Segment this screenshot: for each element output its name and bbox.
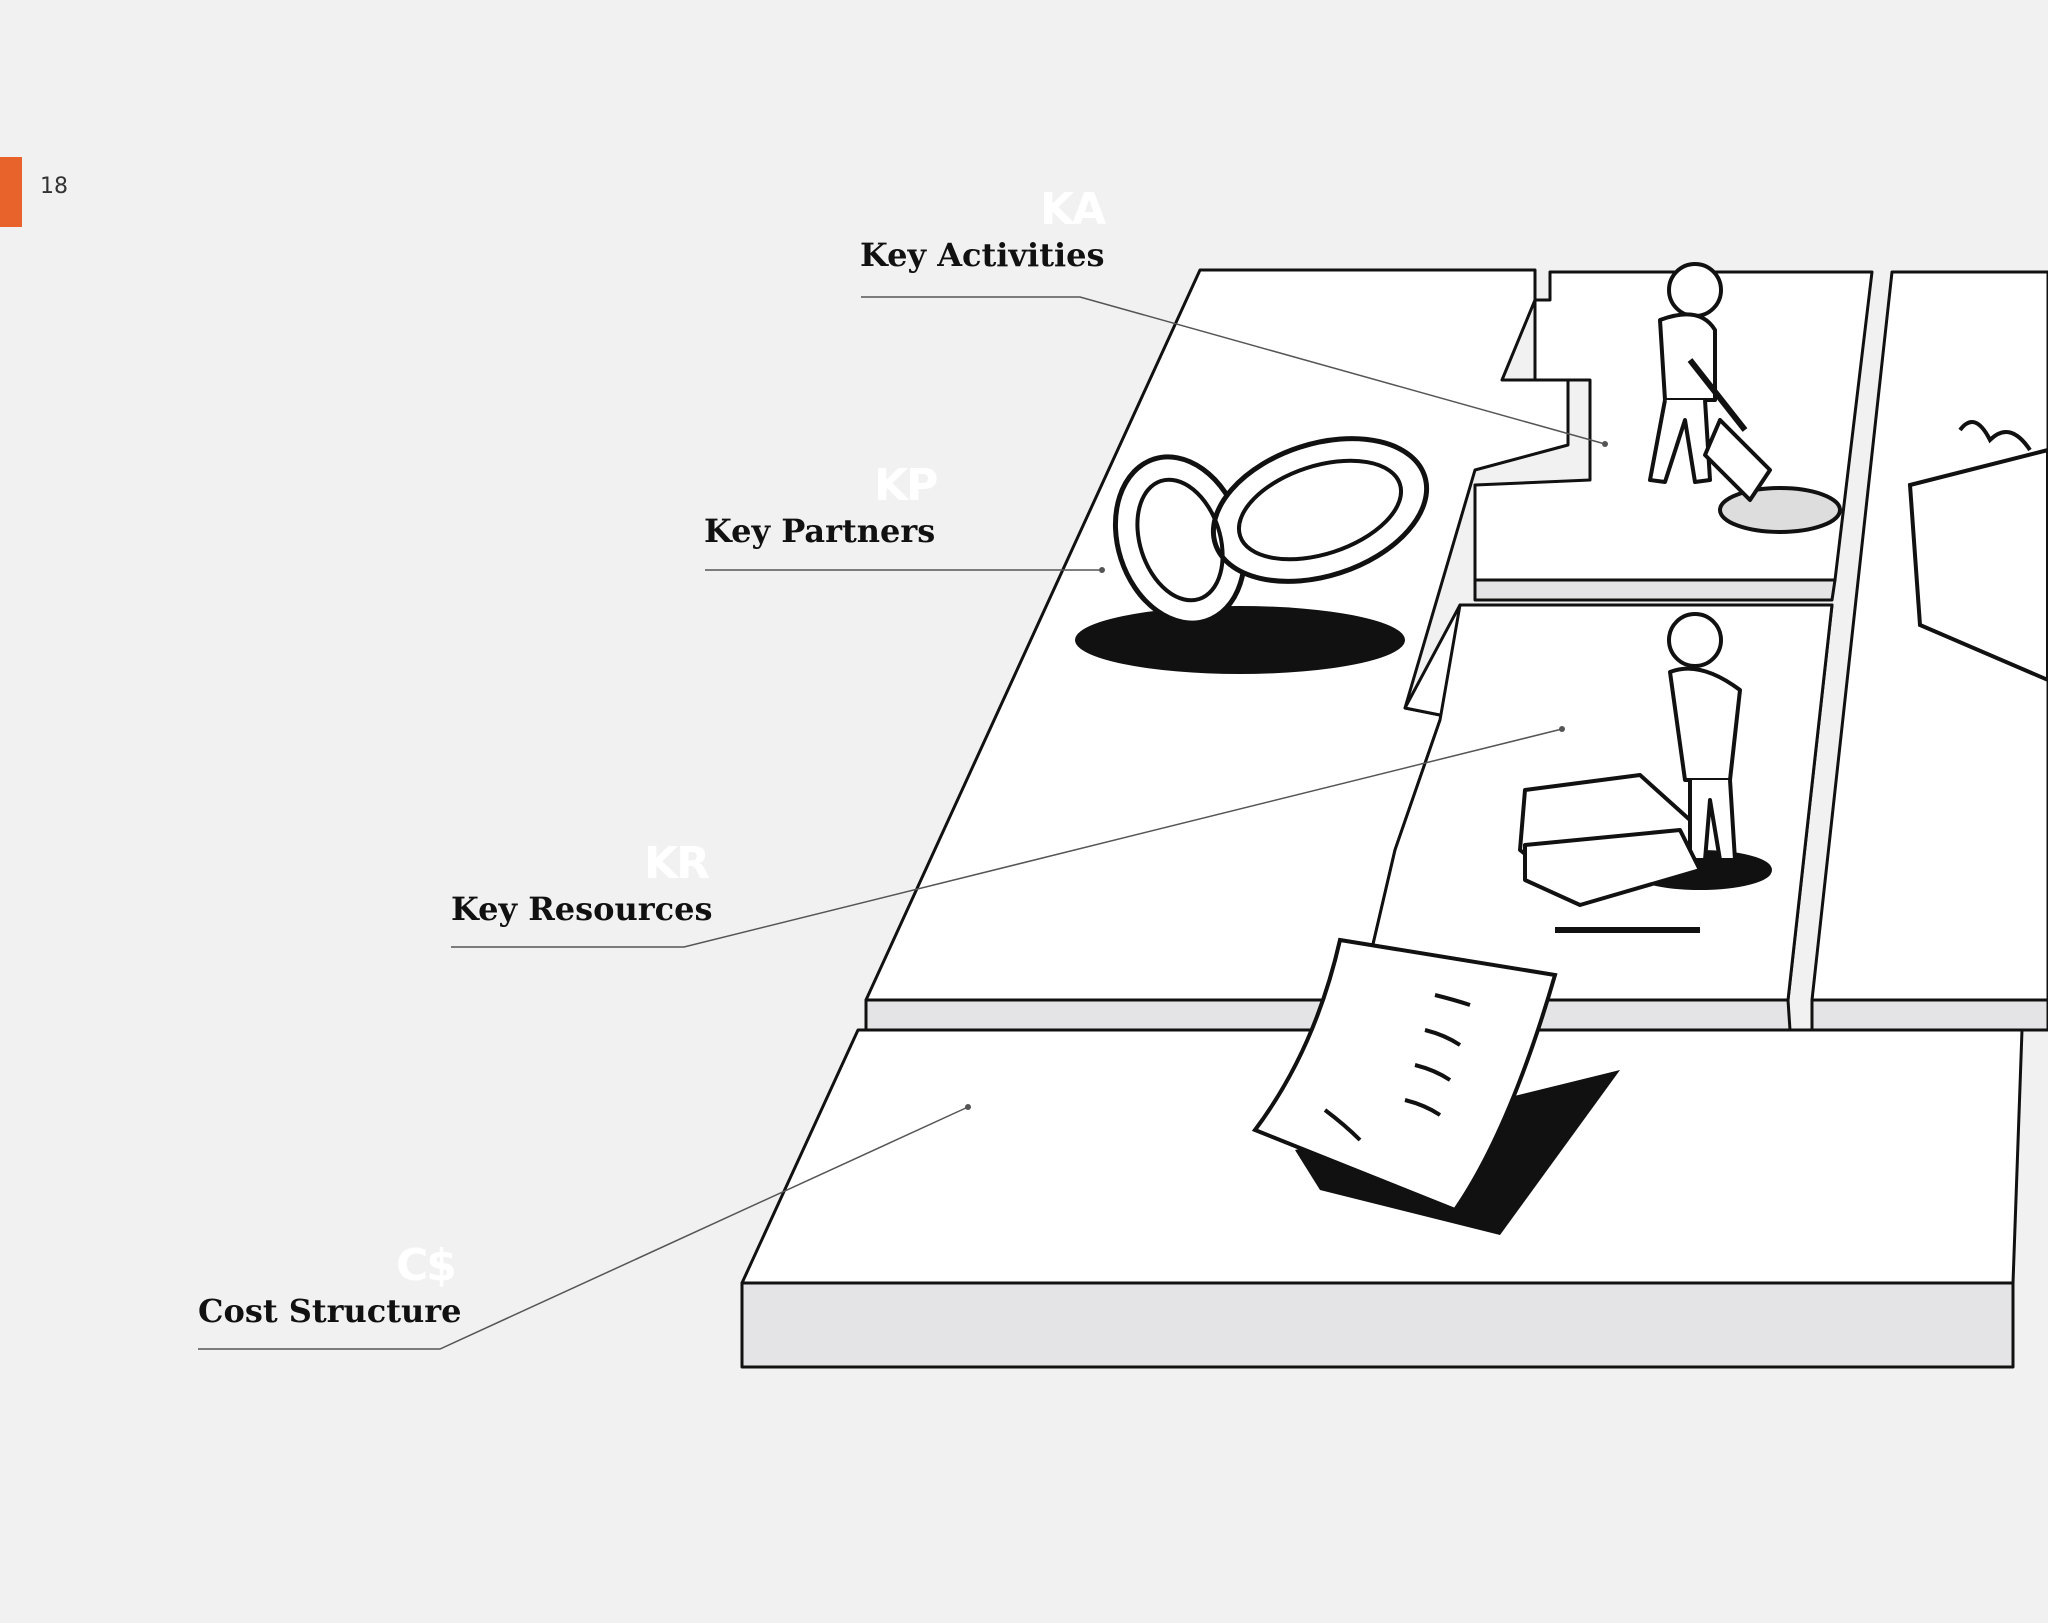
- key-activities-leader: [861, 296, 1606, 445]
- interlocked-rings-icon: [1075, 436, 1430, 674]
- person-with-materials-icon: [1518, 612, 1772, 933]
- key-partners-slab-side: [864, 998, 1332, 1032]
- leader-lines: [198, 296, 1606, 1350]
- invoice-document-icon: [1251, 937, 1620, 1235]
- gift-box-icon: [1907, 420, 2048, 683]
- page-number: 18: [40, 174, 68, 199]
- digging-person-icon: [1648, 262, 1842, 534]
- key-activities-label: Key Activities: [860, 236, 1105, 274]
- key-activities-code: KA: [1040, 184, 1106, 235]
- key-resources-label: Key Resources: [451, 890, 713, 928]
- cost-structure-code: C$: [396, 1240, 457, 1291]
- cost-structure-leader: [198, 1106, 969, 1350]
- key-resources-code: KR: [644, 838, 710, 889]
- cost-structure-slab-side: [740, 1281, 2015, 1369]
- page-accent-tab: [0, 157, 22, 227]
- cost-structure-label: Cost Structure: [198, 1292, 462, 1330]
- key-partners-code: KP: [874, 460, 938, 511]
- key-activities-slab-side: [1473, 578, 1837, 602]
- key-resources-leader: [451, 728, 1563, 948]
- key-partners-label: Key Partners: [704, 512, 936, 550]
- value-proposition-slab-top: [1810, 270, 2048, 1002]
